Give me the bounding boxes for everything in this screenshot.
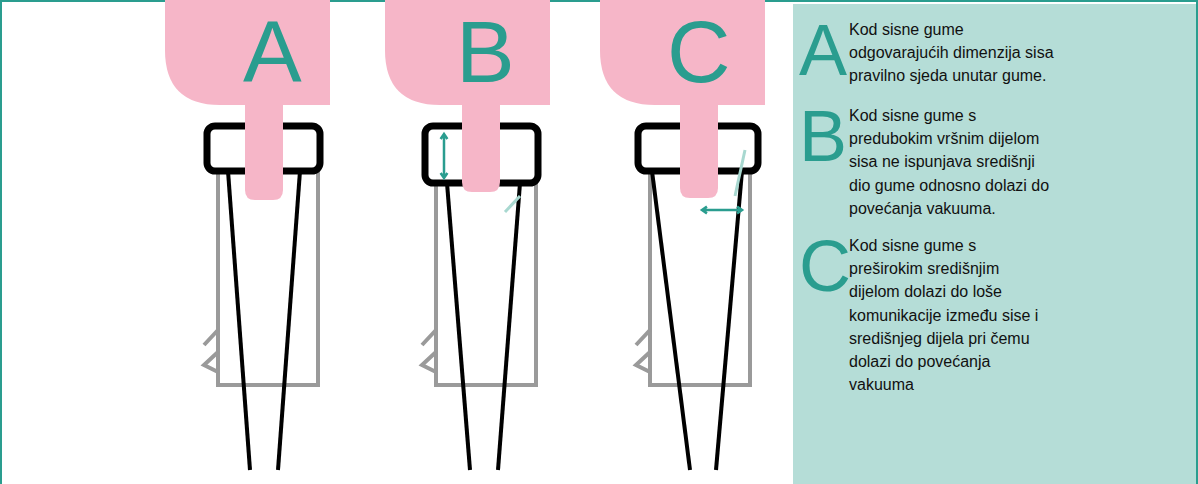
explanation-panel: AKod sisne gume odgovarajućih dimenzija … [793,4,1196,484]
gap-arrow [441,134,448,178]
teat [680,100,718,198]
gap-mark [505,196,520,212]
panel-text: Kod sisne gume s predubokim vršnim dijel… [849,104,1054,220]
udder [385,0,550,105]
shell [218,171,318,385]
liner-barrel [228,171,250,470]
shell-nozzle [422,330,436,372]
liner-figure [600,0,765,470]
teat [462,100,500,192]
udder [600,0,765,105]
panel-letter: A [799,14,847,86]
liner-figure [165,0,330,470]
shell-nozzle [204,330,218,372]
liner-barrel [652,171,690,470]
udder [165,0,330,105]
gap-mark [735,150,745,196]
gap-arrow [702,207,742,214]
panel-text: Kod sisne gume odgovarajućih dimenzija s… [849,18,1054,88]
panel-text: Kod sisne gume s preširokim središnjim d… [849,234,1054,396]
panel-letter: C [799,230,851,302]
figure-letter: B [456,8,515,96]
panel-letter: B [799,100,847,172]
shell-nozzle [636,330,650,372]
liner-barrel [498,183,520,470]
figure-letter: C [667,8,731,96]
figure-letter: A [243,8,302,96]
teat [245,100,283,200]
liner-barrel [278,171,300,470]
liner-barrel [447,183,470,470]
liner-figure [385,0,550,470]
liner-barrel [716,171,742,470]
